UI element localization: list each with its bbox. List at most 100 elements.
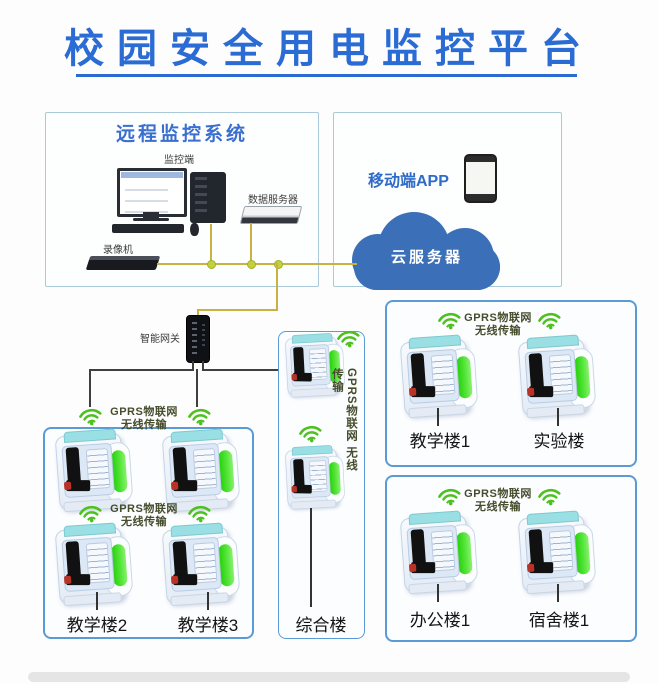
connection-line [89,369,91,407]
pc-tower-illustration [190,172,226,223]
building-label: 宿舍楼1 [528,611,590,630]
wireless-line2: 无线传输 [475,324,521,337]
wireless-line2: 无线传输 [331,368,357,472]
smart-breaker-illustration [283,443,347,510]
breaker-red-button [170,481,179,491]
breaker-slot [283,443,361,526]
cloud-server-shape: 云服务器 [352,212,502,292]
breaker-slot [397,331,480,419]
building-label: 教学楼3 [177,616,239,635]
smart-breaker-illustration [515,331,598,419]
wifi-signal-icon [337,330,360,348]
junction-dot [274,260,283,269]
breaker-slot [52,519,135,607]
wireless-line2: 无线传输 [121,515,167,528]
building-label: 教学楼1 [409,432,471,451]
smart-breaker-illustration [159,425,242,513]
wifi-slot [186,503,213,523]
wifi-slot [436,310,463,330]
wireless-label: GPRS物联网 无线传输 [101,503,187,528]
mobile-app-label: 移动端APP [368,173,449,190]
label-stem [96,592,98,610]
wifi-slot [77,503,104,523]
gateway-illustration [186,315,210,363]
breaker-red-button [291,485,298,493]
wifi-signal-icon [188,408,211,426]
wifi-signal-icon [79,408,102,426]
wireless-label: GPRS物联网 无线传输 [458,488,538,513]
smartphone-icon [464,154,497,203]
wifi-signal-icon [438,312,461,330]
footer-shadow-bar [28,672,630,682]
building-label: 实验楼 [533,432,585,451]
label-stem [437,408,439,426]
connection-line [192,361,194,370]
smart-breaker-illustration [159,519,242,607]
smart-breaker-illustration [397,331,480,419]
monitor-screen [121,172,183,213]
data-server-illustration [239,206,303,224]
connection-line [202,361,204,370]
wifi-slot [186,406,213,426]
wifi-signal-icon [538,488,561,506]
building-label: 综合楼 [295,616,347,635]
building-label: 教学楼2 [66,616,128,635]
smart-breaker-illustration [515,507,598,595]
workstation-label: 监控端 [164,155,194,166]
label-stem [557,584,559,602]
wireless-line1: GPRS物联网 [110,406,178,418]
wifi-slot [536,486,563,506]
monitor-base [133,218,169,221]
mouse-illustration [190,223,199,236]
breaker-red-button [408,563,417,573]
recorder-illustration [85,256,161,270]
breaker-slot [397,507,480,595]
wifi-signal-icon [538,312,561,330]
wifi-signal-icon [299,425,322,443]
breaker-base [290,499,337,510]
label-stem [557,408,559,426]
connection-line [197,309,199,317]
connection-line [196,369,198,407]
breaker-red-button [526,387,535,397]
connection-line [157,263,357,265]
gateway-label: 智能网关 [140,334,180,345]
smart-breaker-illustration [52,519,135,607]
connection-line [210,224,212,264]
wifi-signal-icon [79,505,102,523]
breaker-red-button [63,481,72,491]
breaker-red-button [170,575,179,585]
smart-breaker-illustration [52,425,135,513]
recorder-label: 录像机 [103,245,133,256]
remote-monitoring-title: 远程监控系统 [115,124,248,145]
page-title: 校园安全用电监控平台 [64,27,594,71]
wireless-line1: GPRS物联网 [110,503,178,515]
wireless-label: GPRS物联网 无线传输 [458,312,538,337]
junction-dot [207,260,216,269]
wifi-slot [335,328,362,348]
breaker-red-button [526,563,535,573]
building-label: 办公楼1 [409,611,471,630]
label-stem [310,508,312,607]
smart-breaker-illustration [397,507,480,595]
breaker-red-button [408,387,417,397]
wireless-label-vertical: GPRS物联网 无线传输 [330,368,358,480]
connection-line [276,263,278,310]
breaker-red-button [63,575,72,585]
keyboard-illustration [112,224,184,233]
wireless-line2: 无线传输 [121,418,167,431]
wifi-signal-icon [438,488,461,506]
wireless-line1: GPRS物联网 [464,312,532,324]
connection-line [202,369,284,371]
junction-dot [247,260,256,269]
breaker-slot [515,507,598,595]
connection-line [89,369,194,371]
monitor-stand [143,212,159,218]
wireless-label: GPRS物联网 无线传输 [101,406,187,431]
wifi-signal-icon [188,505,211,523]
cloud-server-label: 云服务器 [390,249,463,266]
data-server-label: 数据服务器 [248,195,298,206]
wireless-line1: GPRS物联网 [464,488,532,500]
wifi-slot [77,406,104,426]
connection-line [197,309,278,311]
